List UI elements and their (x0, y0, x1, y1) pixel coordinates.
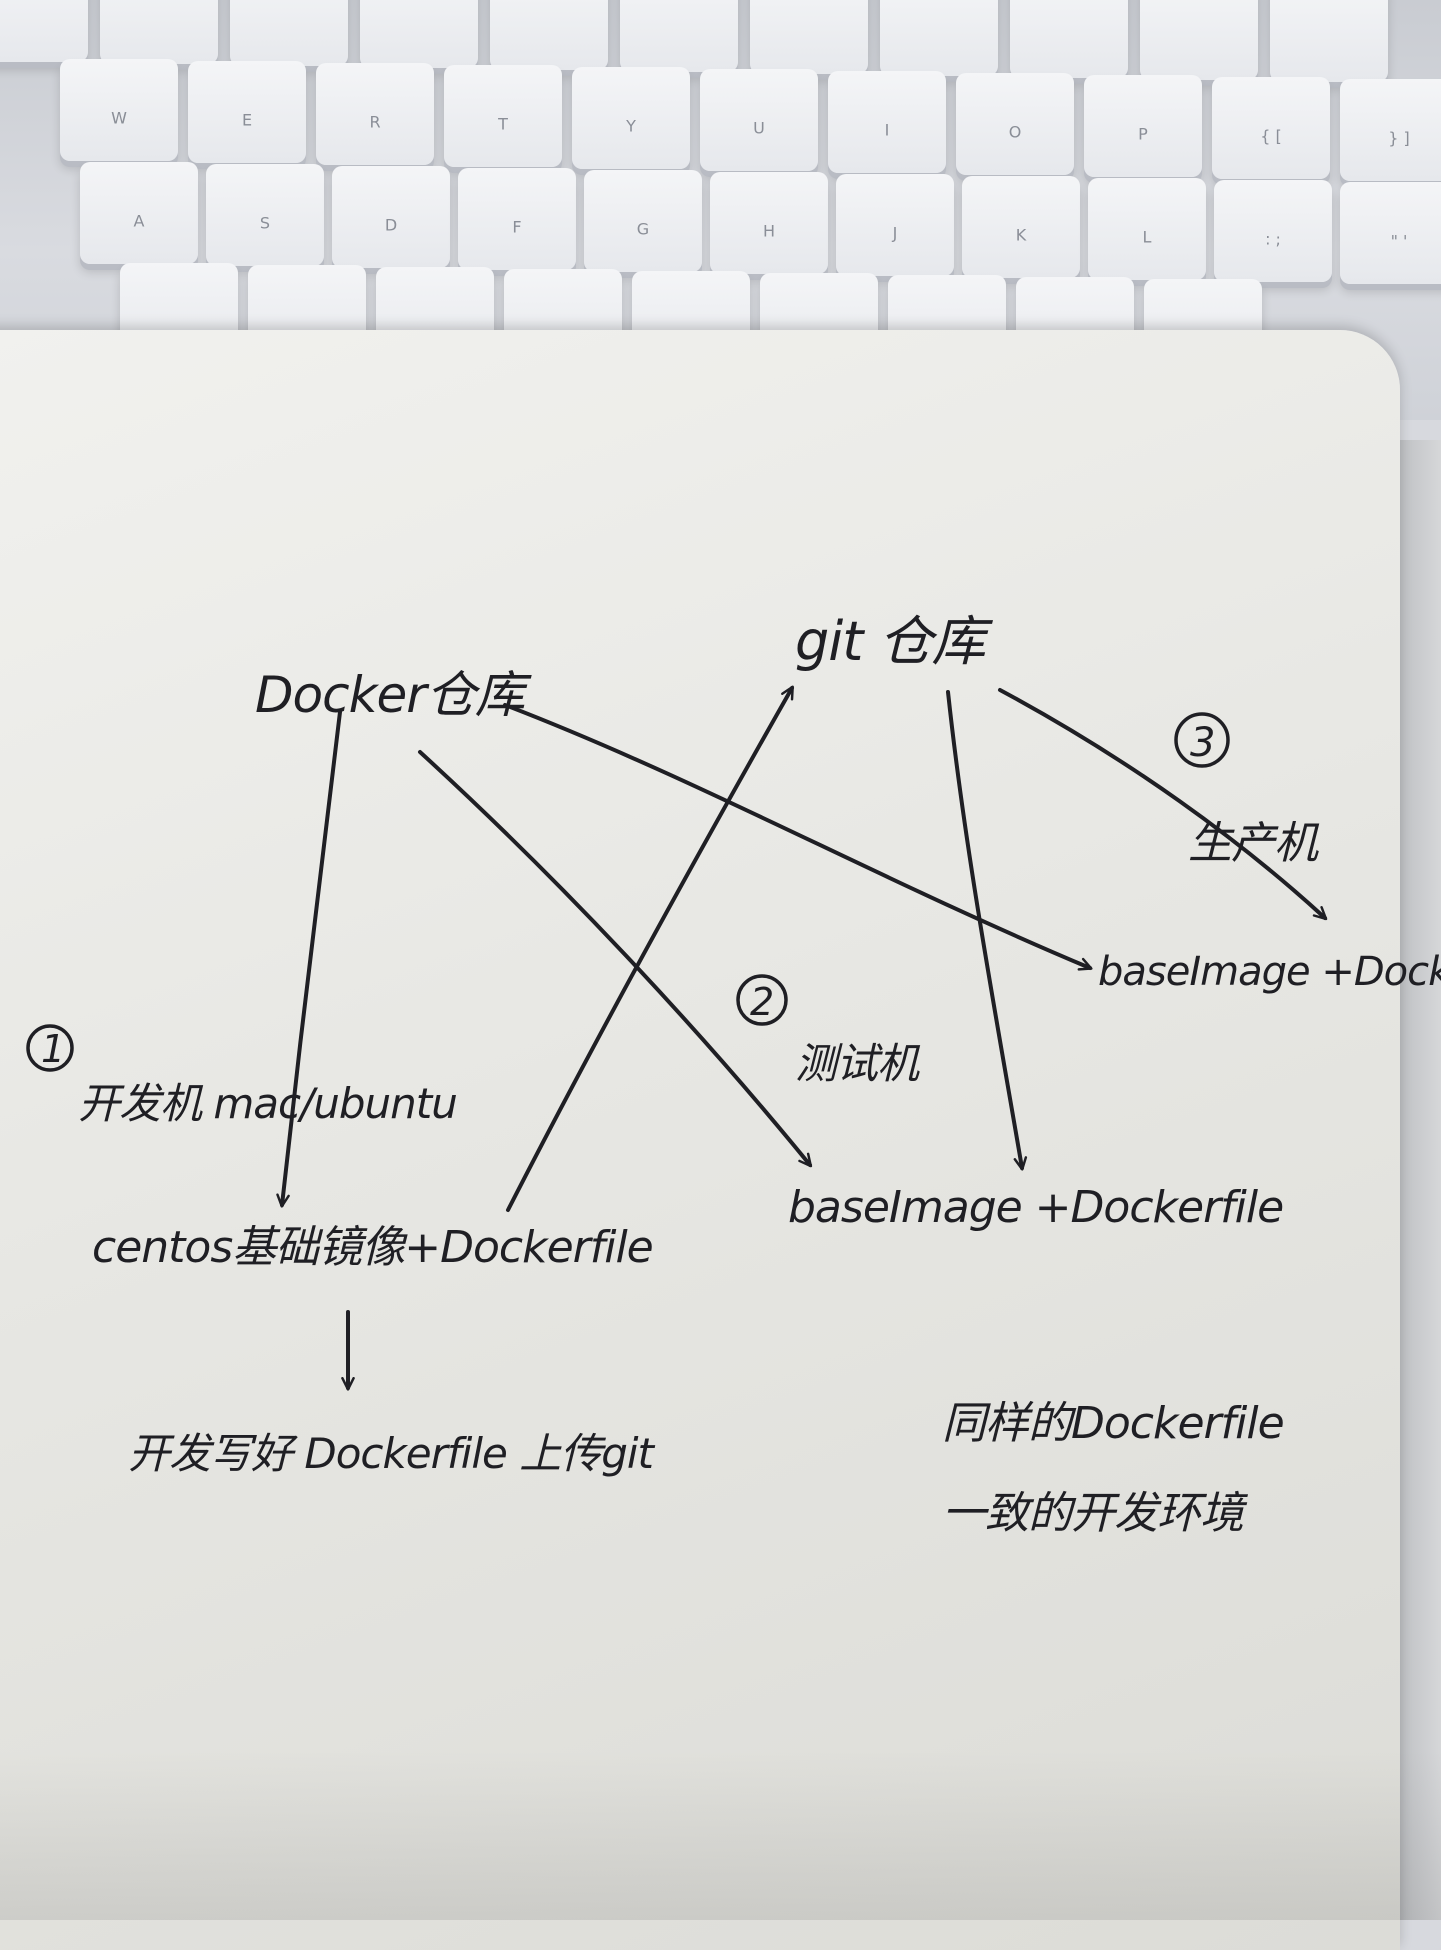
step-2-marker: 2 (736, 974, 788, 1026)
keyboard-key: Y (572, 67, 690, 169)
keyboard-key-label: O (1008, 122, 1022, 142)
edge-git-to-test-image (946, 690, 1028, 1171)
keyboard-key (1140, 0, 1258, 80)
keyboard-key: K (962, 176, 1080, 278)
keyboard-key: } ] (1340, 79, 1441, 181)
keyboard-key: R (316, 63, 434, 165)
keyboard-key: G (584, 170, 702, 272)
node-test-label: 测试机 (795, 1039, 921, 1088)
keyboard-key-label: R (369, 112, 381, 132)
keyboard-key: W (60, 59, 178, 161)
page-shadow (0, 1750, 1441, 1920)
keyboard-key: D (332, 166, 450, 268)
edge-docker-to-prod-image (503, 703, 1093, 971)
keyboard-key (360, 0, 478, 68)
keyboard-key-label: H (762, 221, 776, 241)
keyboard-key-label: K (1015, 225, 1027, 245)
summary-line-2: 一致的开发环境 (942, 1488, 1249, 1539)
keyboard-key: S (206, 164, 324, 266)
keyboard-key-label: S (259, 213, 271, 233)
keyboard-key: E (188, 61, 306, 163)
step-3-number: 3 (1190, 720, 1214, 766)
keyboard-key: L (1088, 178, 1206, 280)
keyboard-key (230, 0, 348, 66)
keyboard-key (0, 0, 88, 62)
summary-line-1: 同样的Dockerfile (942, 1398, 1284, 1449)
keyboard-key: F (458, 168, 576, 270)
notebook-page-edge (1400, 440, 1441, 1920)
keyboard-key (490, 0, 608, 70)
keyboard-key (750, 0, 868, 74)
node-dev-image: centos基础镜像+Dockerfile (92, 1222, 653, 1273)
edge-git-to-prod-image (998, 688, 1328, 921)
keyboard-key: I (828, 71, 946, 173)
keyboard-key: : ; (1214, 180, 1332, 282)
keyboard-key-label: T (498, 114, 508, 134)
keyboard-key: T (444, 65, 562, 167)
keyboard-key: { [ (1212, 77, 1330, 179)
keyboard-key-label: } ] (1388, 128, 1410, 148)
keyboard-key-label: L (1142, 227, 1152, 247)
step-1-number: 1 (41, 1027, 64, 1071)
step-2-number: 2 (750, 980, 773, 1024)
edge-dev-image-to-git (506, 685, 794, 1212)
keyboard-key: " ' (1340, 182, 1441, 284)
node-test-image: baseImage +Dockerfile (788, 1182, 1283, 1233)
keyboard-key (100, 0, 218, 64)
keyboard-key-label: P (1138, 124, 1148, 144)
notebook-page (0, 330, 1400, 1950)
keyboard-key (880, 0, 998, 76)
keyboard-key-label: W (111, 108, 127, 128)
keyboard-key: U (700, 69, 818, 171)
keyboard-key (1010, 0, 1128, 78)
keyboard-key-label: E (241, 110, 253, 130)
step-1-marker: 1 (26, 1024, 74, 1072)
keyboard-key-label: A (133, 211, 145, 231)
step-3-marker: 3 (1174, 712, 1230, 768)
keyboard-key (620, 0, 738, 72)
keyboard-key-label: " ' (1390, 231, 1408, 251)
node-dev-machine: 开发机 mac/ubuntu (78, 1079, 457, 1128)
node-git-repo: git 仓库 (795, 610, 994, 673)
node-dev-upload: 开发写好 Dockerfile 上传git (128, 1429, 656, 1478)
keyboard-key-label: Y (626, 116, 636, 136)
keyboard-key-label: I (884, 120, 890, 140)
keyboard-key-label: : ; (1265, 229, 1281, 249)
keyboard-key-label: D (384, 215, 398, 235)
keyboard-key-label: U (753, 118, 765, 138)
keyboard-key: O (956, 73, 1074, 175)
keyboard-key-label: J (892, 223, 898, 243)
keyboard-key: H (710, 172, 828, 274)
node-prod-image: baseImage +Dockerfile (1098, 949, 1441, 995)
node-docker-repo: Docker仓库 (255, 666, 532, 724)
keyboard-key-label: F (512, 217, 522, 237)
node-prod-label: 生产机 (1188, 818, 1320, 869)
keyboard-key-label: { [ (1260, 126, 1282, 146)
edge-docker-to-dev-image (276, 710, 342, 1208)
edge-docker-to-test-image (418, 750, 813, 1168)
keyboard-key-label: G (636, 219, 650, 239)
keyboard-key: A (80, 162, 198, 264)
keyboard-key (1270, 0, 1388, 82)
keyboard-key: P (1084, 75, 1202, 177)
keyboard-key: J (836, 174, 954, 276)
